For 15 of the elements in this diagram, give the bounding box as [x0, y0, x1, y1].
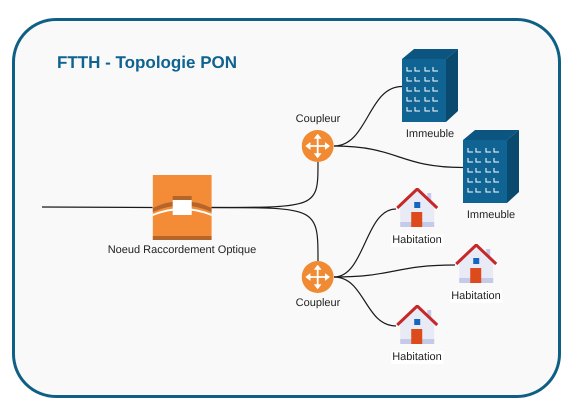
diagram-title: FTTH - Topologie PON: [57, 53, 238, 73]
node-label: Noeud Raccordement Optique: [106, 244, 258, 257]
node-label: Coupleur: [294, 297, 342, 310]
fiber-line: [334, 208, 396, 278]
fiber-line: [334, 145, 464, 168]
fiber-line: [212, 206, 319, 261]
fiber-line: [42, 206, 152, 208]
fiber-line: [334, 276, 396, 327]
fiber-line: [334, 86, 402, 147]
node-label: Immeuble: [404, 128, 456, 141]
node-label: Immeuble: [466, 209, 516, 222]
node-label: Habitation: [391, 234, 443, 247]
node-label: Habitation: [450, 290, 502, 303]
node-label: Habitation: [391, 351, 443, 364]
node-label: Coupleur: [294, 113, 342, 126]
